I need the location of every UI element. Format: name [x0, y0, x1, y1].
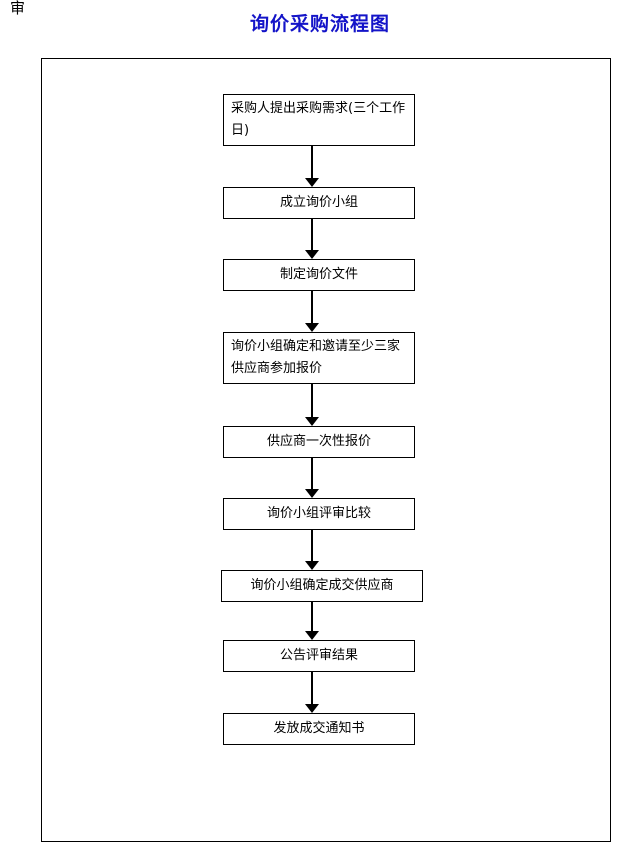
flow-node-label: 发放成交通知书	[273, 721, 365, 736]
flow-arrow-n7-to-n8	[305, 602, 319, 640]
flow-node-n8: 公告评审结果	[223, 640, 415, 672]
arrow-shaft	[311, 291, 313, 324]
arrow-head-down-icon	[305, 489, 319, 498]
arrow-head-down-icon	[305, 250, 319, 259]
stray-character: 审	[10, 0, 26, 17]
flow-arrow-n6-to-n7	[305, 530, 319, 570]
flow-arrow-n5-to-n6	[305, 458, 319, 498]
arrow-shaft	[311, 602, 313, 632]
arrow-head-down-icon	[305, 561, 319, 570]
arrow-head-down-icon	[305, 704, 319, 713]
flow-node-label: 询价小组确定和邀请至少三家供应商参加报价	[231, 339, 401, 376]
flow-node-label: 制定询价文件	[279, 267, 358, 282]
flow-node-n2: 成立询价小组	[223, 187, 415, 219]
flow-node-n7: 询价小组确定成交供应商	[221, 570, 423, 602]
flow-node-n1: 采购人提出采购需求(三个工作日)	[223, 94, 415, 146]
flow-node-n4: 询价小组确定和邀请至少三家供应商参加报价	[223, 332, 415, 384]
flow-arrow-n4-to-n5	[305, 384, 319, 426]
arrow-head-down-icon	[305, 178, 319, 187]
arrow-shaft	[311, 384, 313, 418]
flow-node-label: 采购人提出采购需求(三个工作日)	[231, 101, 406, 138]
flow-node-n3: 制定询价文件	[223, 259, 415, 291]
flow-arrow-n3-to-n4	[305, 291, 319, 332]
arrow-shaft	[311, 530, 313, 562]
flow-node-n6: 询价小组评审比较	[223, 498, 415, 530]
flow-arrow-n2-to-n3	[305, 219, 319, 259]
flow-node-label: 成立询价小组	[279, 195, 358, 210]
flow-node-label: 供应商一次性报价	[266, 434, 371, 449]
arrow-shaft	[311, 672, 313, 705]
flow-node-label: 询价小组确定成交供应商	[250, 578, 394, 593]
flow-node-label: 询价小组评审比较	[266, 506, 371, 521]
arrow-head-down-icon	[305, 631, 319, 640]
flow-node-n9: 发放成交通知书	[223, 713, 415, 745]
flow-arrow-n1-to-n2	[305, 146, 319, 187]
arrow-shaft	[311, 219, 313, 251]
flow-arrow-n8-to-n9	[305, 672, 319, 713]
flowchart-frame: 采购人提出采购需求(三个工作日) 成立询价小组制定询价文件询价小组确定和邀请至少三…	[41, 58, 611, 842]
flow-node-n5: 供应商一次性报价	[223, 426, 415, 458]
flow-node-label: 公告评审结果	[279, 648, 358, 663]
arrow-head-down-icon	[305, 417, 319, 426]
arrow-shaft	[311, 146, 313, 179]
arrow-head-down-icon	[305, 323, 319, 332]
arrow-shaft	[311, 458, 313, 490]
page-title: 询价采购流程图	[249, 13, 390, 35]
